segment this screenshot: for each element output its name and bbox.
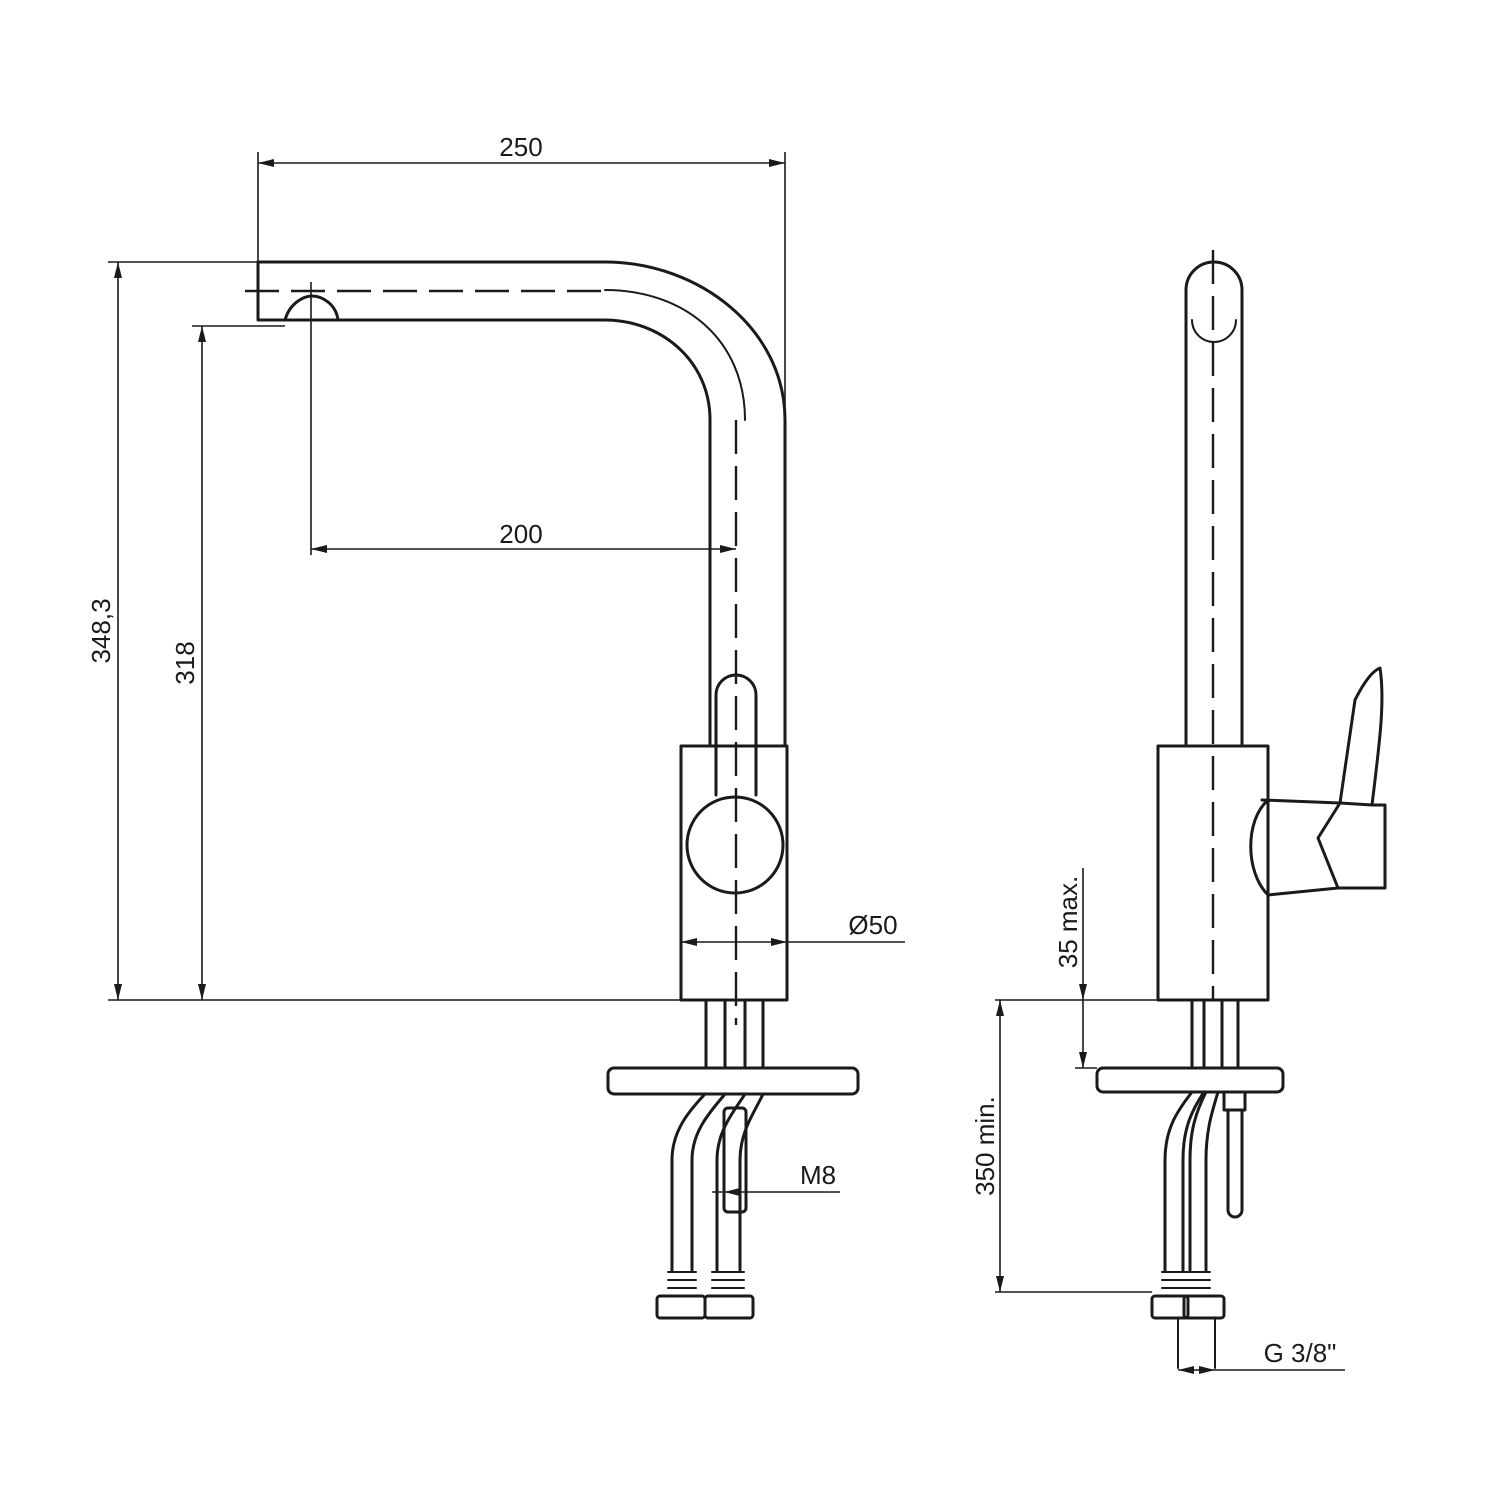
hose-nut-left xyxy=(655,1294,707,1320)
side-hose-nut-left xyxy=(1150,1294,1190,1320)
mounting-plate xyxy=(606,1066,860,1096)
hose-nut-right xyxy=(703,1294,755,1320)
aerator-outlet xyxy=(283,294,340,322)
spout-outline xyxy=(256,260,787,747)
hose-ferrule-left xyxy=(667,1271,697,1297)
dim-min-hose-length: 350 min. xyxy=(970,1096,1000,1196)
side-hose-nut-right xyxy=(1182,1294,1226,1320)
side-mounting-plate xyxy=(1095,1066,1285,1094)
faucet-body xyxy=(679,744,789,1002)
side-hose-left xyxy=(1163,1090,1206,1272)
dim-max-counter-thickness: 35 max. xyxy=(1053,876,1083,969)
handle-neck xyxy=(1249,798,1270,897)
dim-overall-reach: 250 xyxy=(499,132,542,162)
spout-inner-outline xyxy=(256,260,712,747)
side-threaded-rod xyxy=(1222,1090,1247,1219)
dim-hose-connection: G 3/8" xyxy=(1264,1338,1337,1368)
dim-stud-thread: M8 xyxy=(800,1160,836,1190)
lever-handle xyxy=(714,673,758,797)
side-body xyxy=(1156,744,1270,1002)
side-view xyxy=(1095,250,1387,1369)
hose-ferrule-right xyxy=(711,1271,745,1297)
front-view xyxy=(245,260,860,1320)
dim-overall-height: 348,3 xyxy=(86,598,116,663)
handle-block xyxy=(1260,798,1342,897)
handle-lever xyxy=(1336,666,1387,890)
side-hose-right xyxy=(1188,1090,1220,1272)
dim-body-diameter: Ø50 xyxy=(848,910,897,940)
lever-knob xyxy=(685,795,785,895)
spout-inner-bend xyxy=(604,289,746,421)
side-hose-ferrule xyxy=(1161,1271,1211,1297)
hose-left xyxy=(670,1092,727,1272)
dim-spout-height: 318 xyxy=(170,641,200,684)
dim-spout-reach: 200 xyxy=(499,519,542,549)
front-dimensions: 250 200 348,3 318 Ø50 M8 xyxy=(86,132,905,1196)
threaded-stud xyxy=(722,1106,748,1214)
side-dimensions: 35 max. 350 min. G 3/8" xyxy=(970,868,1345,1374)
